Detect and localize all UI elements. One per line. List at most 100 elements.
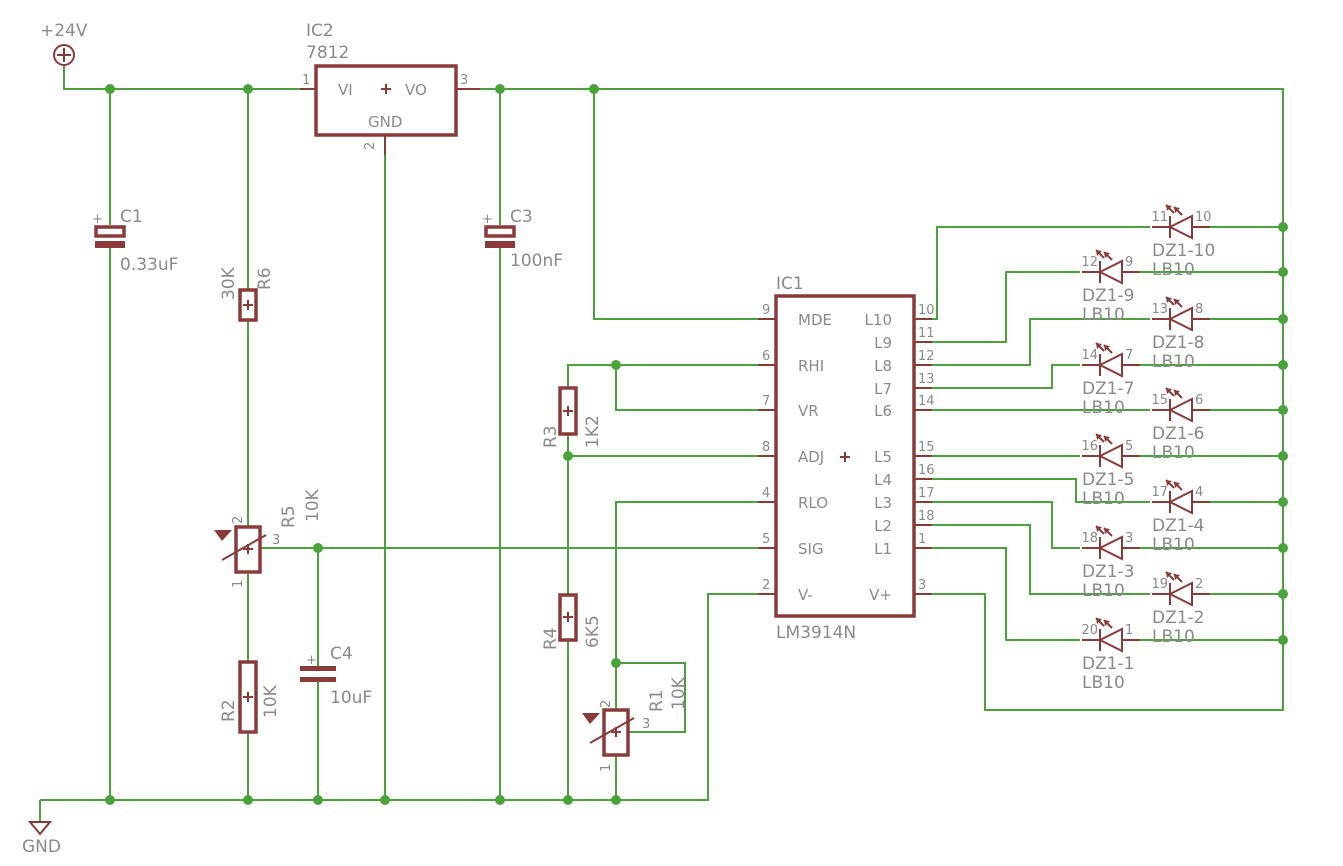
regulator-pin1-num: 1 — [302, 73, 310, 88]
ic1-pin-number: 14 — [918, 394, 935, 409]
regulator-ref: IC2 — [306, 21, 334, 41]
regulator-pin-vo: VO — [405, 81, 427, 99]
led-pin-number: 7 — [1125, 348, 1133, 363]
led-pin-number: 3 — [1125, 531, 1133, 546]
led-pin-number: 5 — [1125, 439, 1133, 454]
c1-ref: C1 — [120, 207, 143, 227]
wires — [39, 66, 1284, 822]
ic1-pin-number: 12 — [918, 349, 935, 364]
ic1-pin-name: L4 — [874, 471, 892, 489]
regulator-ic2: IC2 7812 VI VO GND 1 2 3 — [300, 21, 480, 155]
capacitor-c1: + C1 0.33uF — [92, 207, 178, 275]
led-ref: DZ1-5 — [1082, 470, 1135, 490]
driver-ic1: IC1 LM3914N MDE9RHI6VR7ADJ8RLO4SIG5V-2L1… — [758, 274, 935, 643]
potentiometer-r5: R5 10K 1 2 3 — [214, 488, 323, 588]
r1-pin3: 3 — [642, 717, 650, 732]
regulator-pin-vi: VI — [338, 81, 353, 99]
led-value: LB10 — [1152, 260, 1195, 280]
led-value: LB10 — [1152, 535, 1195, 555]
led-pin-number: 2 — [1195, 577, 1203, 592]
led-pin-number: 11 — [1151, 210, 1168, 225]
r2-ref: R2 — [219, 699, 239, 722]
led-pin-number: 13 — [1151, 302, 1168, 317]
led-pin-number: 9 — [1125, 255, 1133, 270]
resistor-r6: R6 30K — [219, 266, 275, 322]
ic1-pin-number: 4 — [762, 486, 770, 501]
ic1-pin-number: 17 — [918, 486, 935, 501]
svg-text:+: + — [482, 212, 493, 227]
led-pin-number: 6 — [1195, 393, 1203, 408]
r5-pin2: 2 — [231, 516, 246, 524]
led-pin-number: 4 — [1195, 485, 1203, 500]
r6-value: 30K — [219, 266, 239, 300]
led-pin-number: 12 — [1081, 255, 1098, 270]
r5-ref: R5 — [279, 505, 299, 528]
ic1-pin-number: 13 — [918, 372, 935, 387]
led-ref: DZ1-2 — [1152, 608, 1205, 628]
led-pin-number: 14 — [1081, 348, 1098, 363]
svg-text:+: + — [306, 653, 317, 668]
junctions — [105, 84, 1288, 805]
r2-value: 10K — [261, 684, 281, 718]
ic1-pin-number: 7 — [762, 394, 770, 409]
r5-pin1: 1 — [231, 580, 246, 588]
led-ref: DZ1-9 — [1082, 286, 1135, 306]
ic1-pin-name: ADJ — [798, 448, 824, 466]
led-value: LB10 — [1082, 398, 1125, 418]
led-ref: DZ1-6 — [1152, 424, 1205, 444]
ic1-pin-number: 9 — [762, 303, 770, 318]
potentiometer-r1: R1 10K 1 2 3 — [582, 676, 689, 772]
r5-pin3: 3 — [272, 533, 280, 548]
r5-value: 10K — [303, 488, 323, 522]
ground-symbol: GND — [22, 821, 61, 857]
r1-pin1: 1 — [599, 764, 614, 772]
led-value: LB10 — [1152, 627, 1195, 647]
ic1-pin-name: SIG — [798, 540, 824, 558]
led-value: LB10 — [1082, 489, 1125, 509]
ic1-pin-number: 3 — [918, 578, 926, 593]
ic1-pin-number: 11 — [918, 326, 935, 341]
c4-value: 10uF — [330, 688, 372, 708]
r3-ref: R3 — [541, 425, 561, 448]
ic1-pin-name: V+ — [869, 586, 892, 604]
ic1-pin-name: L7 — [874, 380, 892, 398]
r1-value: 10K — [669, 676, 689, 710]
c1-value: 0.33uF — [120, 255, 178, 275]
ic1-pin-name: L9 — [874, 334, 892, 352]
ic1-pin-number: 15 — [918, 440, 935, 455]
led-pin-number: 17 — [1151, 485, 1168, 500]
r4-value: 6K5 — [583, 615, 603, 648]
led-pin-number: 20 — [1081, 623, 1098, 638]
ic1-pin-name: RLO — [798, 494, 828, 512]
led-ref: DZ1-10 — [1152, 241, 1215, 261]
r1-pin2: 2 — [599, 700, 614, 708]
regulator-pin-gnd: GND — [368, 113, 402, 131]
ic1-pin-number: 5 — [762, 532, 770, 547]
ground-label: GND — [22, 837, 61, 857]
led-value: LB10 — [1082, 673, 1125, 693]
ic1-pin-name: L3 — [874, 494, 892, 512]
c3-value: 100nF — [510, 251, 563, 271]
led-pin-number: 18 — [1081, 531, 1098, 546]
led-value: LB10 — [1082, 305, 1125, 325]
ic1-pin-name: L5 — [874, 448, 892, 466]
led-ref: DZ1-8 — [1152, 333, 1205, 353]
capacitor-c4: + C4 10uF — [300, 644, 372, 708]
led-value: LB10 — [1152, 352, 1195, 372]
regulator-pin3-num: 3 — [460, 73, 468, 88]
led-pin-number: 10 — [1195, 210, 1212, 225]
supply-label: +24V — [40, 21, 88, 41]
c3-ref: C3 — [510, 207, 533, 227]
ic1-pin-name: L2 — [874, 517, 892, 535]
r1-ref: R1 — [647, 689, 667, 712]
